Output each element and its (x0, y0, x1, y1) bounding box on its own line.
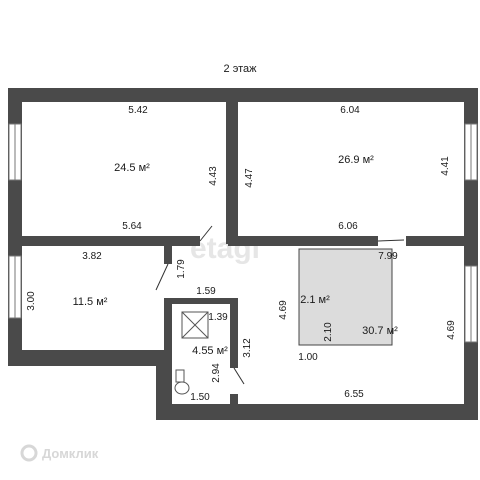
dim-big-right: 4.69 (446, 320, 457, 340)
shower-icon (181, 311, 209, 339)
door-swings (155, 225, 405, 385)
dim-bath-bottom: 1.50 (190, 392, 210, 403)
dim-ls-right: 1.79 (176, 259, 187, 279)
room-area-top-right: 26.9 м² (338, 154, 374, 166)
dim-big-top: 7.99 (378, 251, 398, 262)
dim-tr-bottom: 6.06 (338, 221, 358, 232)
dim-tr-top: 6.04 (340, 105, 360, 116)
stair-area (298, 248, 393, 346)
brand-logo: Домклик (20, 444, 99, 462)
dim-bath-side: 2.94 (211, 363, 222, 383)
room-area-left-small: 11.5 м² (73, 296, 108, 308)
toilet-icon (174, 369, 190, 395)
room-area-top-left: 24.5 м² (114, 162, 150, 174)
room-area-bathroom: 4.55 м² (192, 345, 228, 357)
dim-tl-right: 4.43 (208, 166, 219, 186)
dim-ls-left: 3.00 (26, 291, 37, 311)
dim-corr-bottom: 1.59 (196, 286, 216, 297)
dim-stair-bottom: 1.00 (298, 352, 318, 363)
dim-tr-right: 4.41 (440, 156, 451, 176)
window-mullions (14, 124, 472, 342)
dim-tr-left: 4.47 (244, 168, 255, 188)
room-area-stair: 2.1 м² (300, 294, 330, 306)
room-area-big: 30.7 м² (362, 325, 398, 337)
dim-tl-top: 5.42 (128, 105, 148, 116)
dim-bath-top: 1.39 (208, 312, 228, 323)
brand-text: Домклик (42, 446, 99, 461)
dim-ls-top: 3.82 (82, 251, 102, 262)
dimension-labels: 5.42 5.64 4.43 6.04 6.06 4.47 4.41 3.82 … (26, 105, 457, 403)
dim-stair-side: 2.10 (323, 322, 334, 342)
dim-big-bottom: 6.55 (344, 389, 364, 400)
dim-bath-right: 3.12 (242, 338, 253, 358)
dim-tl-bottom: 5.64 (122, 221, 142, 232)
floor-title: 2 этаж (224, 63, 258, 75)
dim-corr-height: 4.69 (278, 300, 289, 320)
